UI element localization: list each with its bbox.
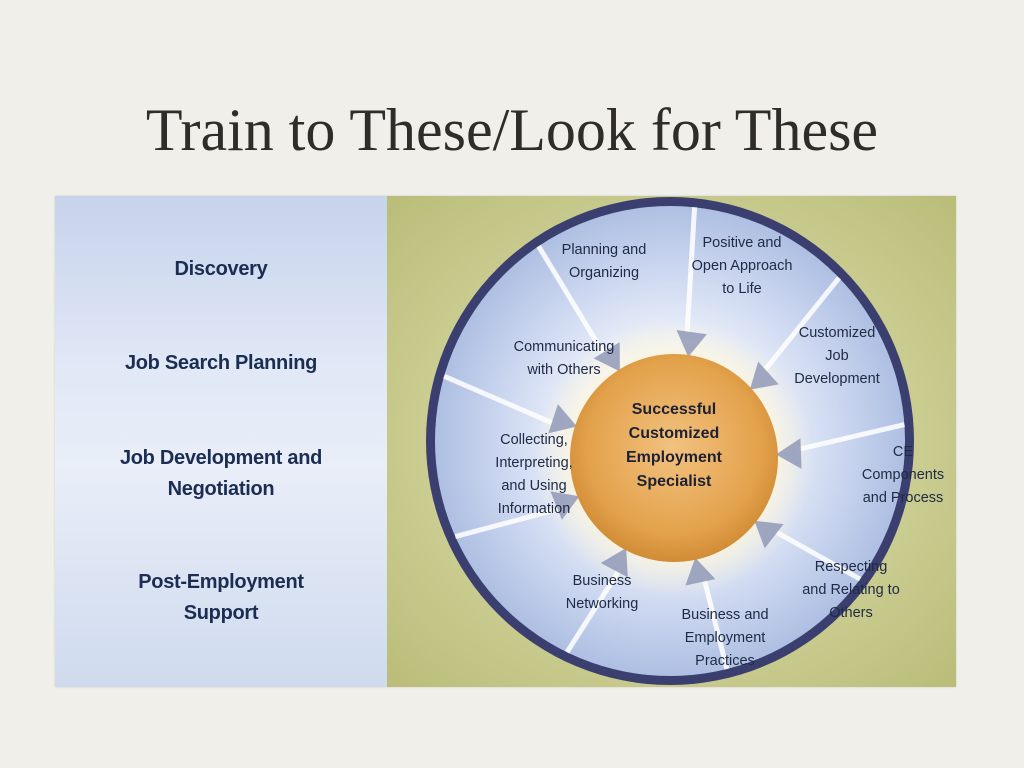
segment-divider bbox=[701, 578, 730, 670]
segment-business-networking: Business Networking bbox=[565, 573, 639, 612]
segment-divider bbox=[564, 569, 622, 654]
slide-title: Train to These/Look for These bbox=[145, 97, 879, 163]
inward-arrow bbox=[775, 438, 802, 469]
segment-respecting-others: Respecting and Relating to Others bbox=[802, 559, 900, 621]
phase-job-development: Job Development and Negotiation bbox=[119, 447, 323, 500]
segment-divider bbox=[443, 373, 555, 426]
phase-discovery: Discovery bbox=[174, 258, 268, 280]
inward-arrow bbox=[749, 361, 779, 390]
segment-collecting-information: Collecting, Interpreting, and Using Info… bbox=[495, 432, 573, 517]
inward-arrow bbox=[600, 548, 628, 578]
segment-dividers bbox=[443, 207, 905, 670]
segment-divider bbox=[684, 207, 698, 334]
segment-communicating: Communicating with Others bbox=[513, 339, 615, 378]
competency-figure: Discovery Job Search Planning Job Develo… bbox=[55, 196, 956, 687]
inward-arrows bbox=[548, 330, 802, 586]
center-hub bbox=[570, 354, 778, 562]
inward-arrow bbox=[754, 520, 784, 549]
inward-arrow bbox=[593, 342, 620, 372]
segment-business-practices: Business and Employment Practices bbox=[681, 607, 769, 669]
segment-divider bbox=[536, 244, 607, 356]
inward-arrow bbox=[676, 330, 707, 357]
segment-planning: Planning and Organizing bbox=[561, 242, 647, 281]
segment-divider bbox=[773, 529, 862, 582]
segment-positive-approach: Positive and Open Approach to Life bbox=[691, 235, 793, 297]
segment-ce-components: CE Components and Process bbox=[861, 444, 945, 506]
inward-arrow bbox=[550, 491, 580, 520]
inward-arrow bbox=[685, 557, 716, 586]
center-label: Successful Customized Employment Special… bbox=[625, 401, 722, 490]
segment-divider bbox=[454, 506, 561, 539]
phase-panel: Discovery Job Search Planning Job Develo… bbox=[55, 196, 387, 687]
inward-arrow bbox=[548, 404, 577, 434]
phase-job-search-planning: Job Search Planning bbox=[124, 352, 318, 374]
competency-wheel bbox=[426, 197, 914, 685]
segment-customized-job-development: Customized Job Development bbox=[794, 325, 880, 387]
segment-divider bbox=[761, 276, 841, 373]
phase-post-employment: Post-Employment Support bbox=[138, 571, 304, 624]
segment-divider bbox=[798, 422, 905, 452]
wheel-panel: Planning and Organizing Positive and Ope… bbox=[387, 196, 956, 687]
